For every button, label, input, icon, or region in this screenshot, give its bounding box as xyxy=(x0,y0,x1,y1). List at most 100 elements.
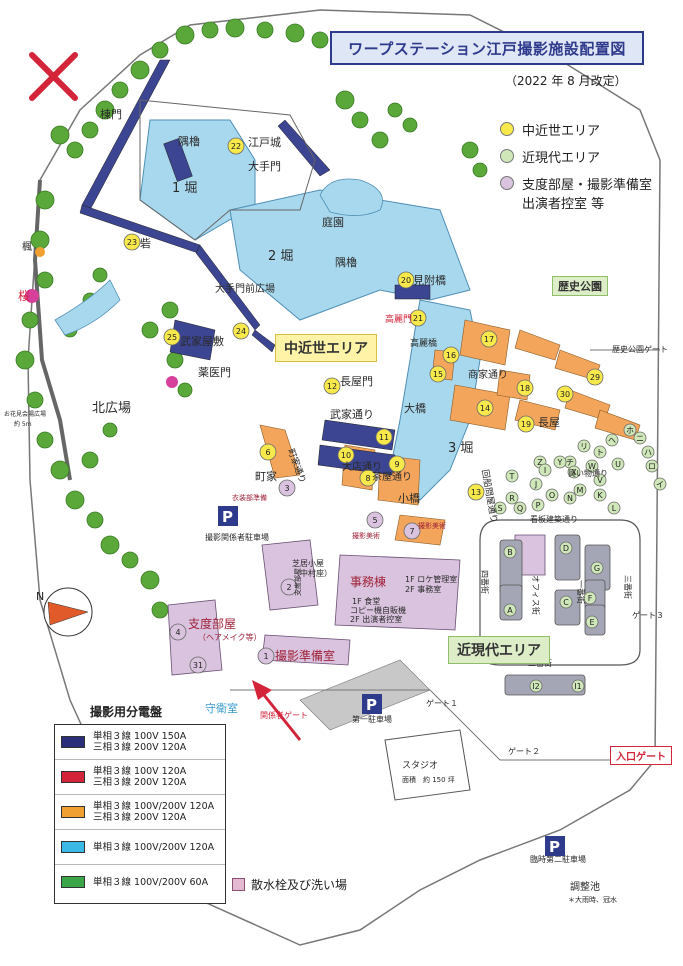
label-studio: スタジオ xyxy=(402,760,438,771)
marker-circle xyxy=(516,379,534,397)
marker-circle xyxy=(559,541,573,555)
marker-number: 22 xyxy=(231,142,241,151)
marker-number: 31 xyxy=(193,661,203,670)
power-row: 単相３線 100V/200V 60A xyxy=(55,865,225,899)
label-sumiyagura-1: 隅櫓 xyxy=(178,134,200,148)
marker-number: 19 xyxy=(521,420,531,429)
castle-enclosure xyxy=(139,99,316,241)
marker-circle xyxy=(403,522,421,540)
revision-date: （2022 年 8 月改定） xyxy=(505,74,627,88)
maple-icon xyxy=(35,247,45,257)
label-yakuimon: 薬医門 xyxy=(198,366,231,379)
marker-circle xyxy=(257,647,275,665)
label-nagaya: 長屋 xyxy=(538,416,560,429)
label-nakamuraza: （中村座） xyxy=(292,568,332,578)
label-shitaku-side: 支度部屋 xyxy=(293,568,302,596)
legend-medieval: 中近世エリア xyxy=(500,120,652,139)
svg-text:P: P xyxy=(222,508,233,526)
legend-yellow-dot-icon xyxy=(500,122,514,136)
marker-number: 5 xyxy=(372,516,377,525)
marker-circle xyxy=(567,465,581,479)
marker-number: C xyxy=(563,598,569,607)
hydrant-square-icon xyxy=(232,878,245,891)
marker-number: リ xyxy=(580,442,588,451)
marker-number: B xyxy=(507,548,513,557)
marker-circle xyxy=(623,423,637,437)
marker-circle xyxy=(653,477,667,491)
marker-number: G xyxy=(594,564,600,573)
marker-number: U xyxy=(615,460,621,469)
marker-number: ト xyxy=(596,448,604,457)
label-rekishi-gate: 歴史公園ゲート xyxy=(612,344,668,354)
marker-number: 7 xyxy=(409,527,414,536)
label-gate3: ゲート３ xyxy=(632,610,664,620)
label-nagayamon: 長屋門 xyxy=(340,375,373,388)
marker-number: T xyxy=(509,472,515,481)
marker-circle xyxy=(513,501,527,515)
tree-cluster xyxy=(15,18,488,619)
marker-circle xyxy=(442,346,460,364)
marker-number: 1 xyxy=(263,652,268,661)
garden-pond xyxy=(319,178,383,216)
hydrant-label: 散水栓及び洗い場 xyxy=(251,878,348,892)
marker-number: E xyxy=(589,618,594,627)
legend-facilities-label: 支度部屋・撮影準備室 出演者控室 等 xyxy=(522,174,652,212)
marker-number: I1 xyxy=(574,682,581,691)
label-ohashi: 大橋 xyxy=(404,401,426,415)
marker-number: J xyxy=(534,480,537,489)
legend-facilities-label-2: 出演者控室 等 xyxy=(522,197,605,212)
label-otemae: 大手門前広場 xyxy=(215,282,275,295)
power-row-text: 単相３線 100V/200V 60A xyxy=(93,876,209,888)
label-office: オフィス街 xyxy=(531,575,541,615)
staff-facilities xyxy=(167,534,546,676)
label-bukeyashiki: 武家屋敷 xyxy=(180,334,224,348)
marker-number: ニ xyxy=(636,434,644,443)
marker-circle xyxy=(559,595,573,609)
stream xyxy=(54,279,121,336)
label-ichibori: 1 堀 xyxy=(172,181,197,196)
label-koraimon: 高麗門 xyxy=(385,313,412,325)
marker-circle xyxy=(189,656,207,674)
marker-circle xyxy=(556,385,574,403)
marker-circle xyxy=(563,491,577,505)
marker-number: K xyxy=(597,491,603,500)
label-tsukimibashi: 見附橋 xyxy=(413,273,446,287)
marker-number: L xyxy=(612,504,617,513)
marker-number: W xyxy=(588,462,596,471)
marker-number: 24 xyxy=(236,327,246,336)
marker-circle xyxy=(388,455,406,473)
label-choseichi: 調整池 xyxy=(570,880,600,893)
marker-number: 29 xyxy=(590,373,600,382)
marker-circle xyxy=(545,488,559,502)
label-isho: 衣装部準備 xyxy=(232,493,267,502)
label-toride: 砦 xyxy=(140,236,151,250)
label-sumiyagura-2: 隅櫓 xyxy=(335,255,357,269)
label-konbini: コピー機自販機 xyxy=(350,605,406,615)
marker-circle xyxy=(573,483,587,497)
marker-circle xyxy=(517,415,535,433)
label-odanadori: 大店通り xyxy=(342,460,382,473)
label-hanami-area: 約 5m xyxy=(14,420,32,428)
power-swatch-red xyxy=(61,771,85,783)
label-yonbangai: 四番街 xyxy=(480,570,490,594)
marker-circle xyxy=(280,578,298,596)
power-legend-title: 撮影用分電盤 xyxy=(90,705,163,719)
marker-circle xyxy=(505,469,519,483)
marker-circle xyxy=(645,459,659,473)
marker-circle xyxy=(577,439,591,453)
marker-circle xyxy=(375,428,393,446)
marker-circle xyxy=(163,328,181,346)
studio-building xyxy=(384,729,471,801)
label-machiya: 町家 xyxy=(255,469,277,483)
marker-circle xyxy=(337,446,355,464)
marker-circle xyxy=(538,463,552,477)
marker-number: Q xyxy=(517,504,523,513)
marker-circle xyxy=(480,330,498,348)
compass-label: N xyxy=(36,590,44,603)
marker-circle xyxy=(586,368,604,386)
marker-circle xyxy=(278,479,296,497)
marker-number: 11 xyxy=(379,433,389,442)
